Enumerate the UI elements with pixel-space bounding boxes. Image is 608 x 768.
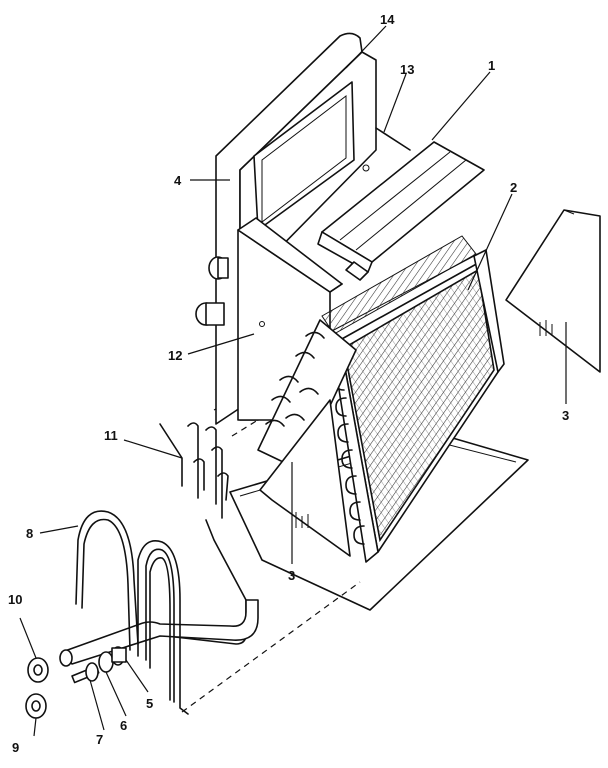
callout-9: 9 — [12, 740, 19, 755]
callout-14: 14 — [380, 12, 395, 27]
callout-4: 4 — [174, 173, 182, 188]
end-plate-left — [257, 319, 357, 557]
callout-7: 7 — [96, 732, 103, 747]
suction-line — [59, 599, 259, 667]
callout-1: 1 — [488, 58, 495, 73]
callout-13: 13 — [400, 62, 414, 77]
header-tubes — [131, 422, 247, 645]
callout-3-left: 3 — [288, 568, 295, 583]
callout-3-right: 3 — [562, 408, 569, 423]
callout-8: 8 — [26, 526, 33, 541]
callout-labels: 1 2 3 3 4 5 6 7 8 9 10 11 12 13 14 — [8, 12, 569, 755]
callout-10: 10 — [8, 592, 22, 607]
washers — [25, 657, 49, 719]
top-bracket — [317, 141, 485, 281]
callout-11: 11 — [104, 428, 118, 443]
callout-5: 5 — [146, 696, 153, 711]
frame-fittings — [195, 256, 229, 326]
leader-lines — [19, 25, 567, 737]
end-plate-right — [505, 209, 601, 373]
coil-u-bends — [333, 371, 365, 545]
callout-12: 12 — [168, 348, 182, 363]
callout-2: 2 — [510, 180, 517, 195]
capillary-loops — [75, 510, 189, 715]
callout-6: 6 — [120, 718, 127, 733]
casing-frame — [215, 32, 411, 425]
small-fittings — [71, 646, 127, 684]
evaporator-coil — [321, 235, 505, 563]
